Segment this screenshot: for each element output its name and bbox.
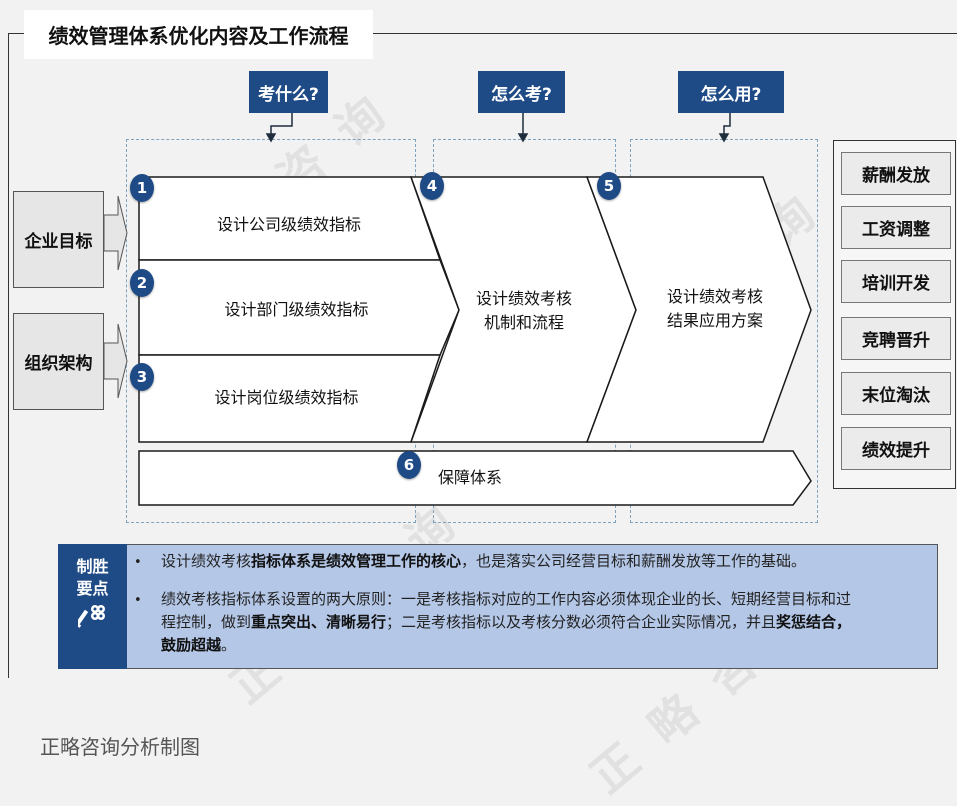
key-point-2-line1: 绩效考核指标体系设置的两大原则：一是考核指标对应的工作内容必须体现企业的长、短期…: [161, 590, 852, 608]
step-badge-1: 1: [130, 174, 154, 202]
page-title: 绩效管理体系优化内容及工作流程: [24, 10, 373, 59]
key-point-2-line2-mid: ；二是考核指标以及考核分数必须符合企业实际情况，并且: [386, 613, 777, 631]
key-point-2-line2-pre: 程控制，做到: [161, 613, 252, 631]
key-point-1-pre: 设计绩效考核: [161, 552, 252, 570]
key-icon: [77, 605, 105, 631]
app-training-label: 培训开发: [862, 274, 930, 294]
input-enterprise-goals: 企业目标: [13, 191, 104, 288]
step-6-text: 保障体系: [437, 468, 502, 487]
app-wage-adjustment-label: 工资调整: [862, 220, 930, 240]
key-point-1-bullet: •: [134, 551, 142, 570]
key-point-2-line3: 鼓励超越。: [161, 634, 936, 657]
question-how-use: 怎么用?: [678, 71, 784, 113]
key-points-label-line1: 制胜: [76, 557, 109, 576]
key-point-2-line2-bold1: 重点突出、清晰易行: [251, 613, 387, 631]
app-performance-improvement-label: 绩效提升: [862, 441, 930, 461]
question-how-assess-label: 怎么考?: [491, 84, 552, 105]
key-point-2: 绩效考核指标体系设置的两大原则：一是考核指标对应的工作内容必须体现企业的长、短期…: [161, 588, 936, 657]
step-badge-3-num: 3: [136, 368, 148, 386]
step-3-text: 设计岗位级绩效指标: [214, 388, 359, 407]
key-point-2-bullet: •: [134, 589, 142, 608]
input-org-structure: 组织架构: [13, 313, 104, 410]
step-badge-1-num: 1: [136, 179, 148, 197]
step-badge-4: 4: [420, 172, 444, 200]
app-performance-improvement: 绩效提升: [841, 427, 951, 470]
step-badge-4-num: 4: [426, 177, 438, 195]
bullet: •: [134, 555, 142, 570]
step-badge-6-num: 6: [403, 456, 415, 474]
connector-arrows: [265, 113, 731, 143]
key-point-2-line3-post: 。: [221, 636, 237, 654]
step-4-line1: 设计绩效考核: [475, 289, 572, 308]
step-5-text: 设计绩效考核 结果应用方案: [650, 285, 780, 333]
question-how-assess: 怎么考?: [478, 71, 565, 113]
step-1-text: 设计公司级绩效指标: [216, 215, 361, 234]
step-rows: [138, 176, 460, 443]
frame-left-border: [8, 33, 9, 678]
input-arrows: [103, 195, 128, 399]
step-badge-2-num: 2: [136, 274, 148, 292]
input-enterprise-goals-label: 企业目标: [24, 232, 93, 252]
app-salary-payment: 薪酬发放: [841, 152, 951, 195]
key-point-1-post: ，也是落实公司经营目标和薪酬发放等工作的基础。: [461, 552, 807, 570]
support-bar: [138, 450, 812, 506]
key-point-1: 设计绩效考核指标体系是绩效管理工作的核心，也是落实公司经营目标和薪酬发放等工作的…: [161, 550, 931, 573]
bullet: •: [134, 593, 142, 608]
step-4-text: 设计绩效考核 机制和流程: [460, 287, 588, 335]
app-promotion: 竞聘晋升: [841, 317, 951, 360]
key-point-2-line2: 程控制，做到重点突出、清晰易行；二是考核指标以及考核分数必须符合企业实际情况，并…: [161, 611, 936, 634]
question-how-use-label: 怎么用?: [700, 84, 762, 105]
step-badge-3: 3: [130, 363, 154, 391]
question-what: 考什么?: [249, 71, 328, 113]
app-salary-payment-label: 薪酬发放: [862, 166, 930, 186]
step-5-line1: 设计绩效考核: [666, 287, 763, 306]
footer-credit: 正略咨询分析制图: [40, 735, 200, 759]
step-badge-2: 2: [130, 269, 154, 297]
question-what-label: 考什么?: [258, 84, 319, 105]
app-elimination-label: 末位淘汰: [862, 386, 930, 406]
app-elimination: 末位淘汰: [841, 372, 951, 415]
key-point-1-bold: 指标体系是绩效管理工作的核心: [251, 552, 462, 570]
step-badge-6: 6: [397, 451, 421, 479]
key-point-2-line3-bold: 鼓励超越: [161, 636, 222, 654]
frame-top-border: [8, 33, 957, 34]
app-wage-adjustment: 工资调整: [841, 206, 951, 249]
input-org-structure-label: 组织架构: [24, 354, 93, 374]
app-promotion-label: 竞聘晋升: [862, 331, 930, 351]
key-point-2-line2-bold2: 奖惩结合，: [776, 613, 852, 631]
step-badge-5-num: 5: [603, 177, 615, 195]
app-training: 培训开发: [841, 260, 951, 303]
step-4-line2: 机制和流程: [483, 313, 564, 332]
step-badge-5: 5: [597, 172, 621, 200]
page-title-text: 绩效管理体系优化内容及工作流程: [48, 24, 349, 48]
key-points-box: [58, 544, 938, 669]
key-points-label-line2: 要点: [76, 579, 109, 598]
step-5-line2: 结果应用方案: [666, 311, 763, 330]
key-points-label: 制胜 要点: [58, 544, 127, 669]
step-2-text: 设计部门级绩效指标: [224, 300, 369, 319]
chevrons: [409, 176, 812, 443]
